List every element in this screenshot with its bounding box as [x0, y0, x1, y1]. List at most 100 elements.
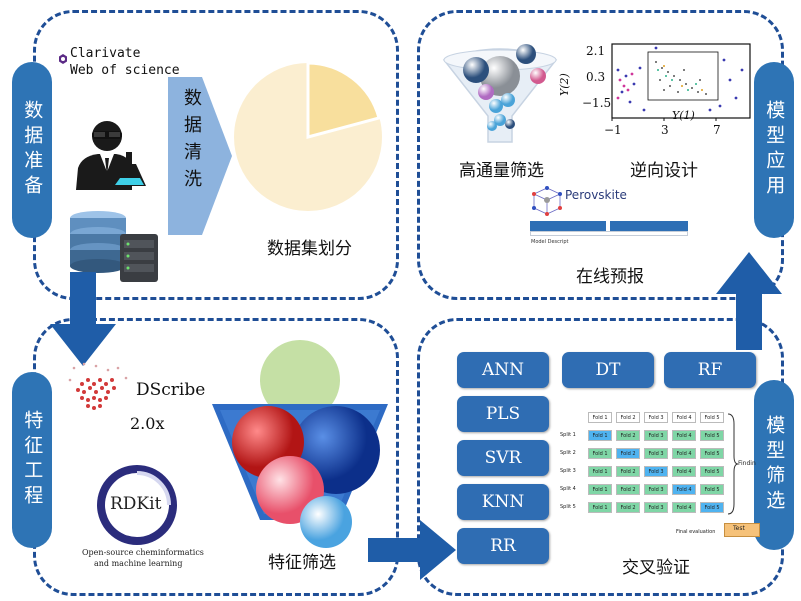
arrow-up-to-application — [714, 250, 784, 350]
fold-header: Fold 2 — [616, 412, 640, 423]
dscribe-logo-icon — [62, 358, 134, 416]
model-button-rf[interactable]: RF — [664, 352, 756, 388]
arrow-right-to-model — [368, 520, 458, 580]
perovskite-tab-right — [610, 221, 688, 231]
final-evaluation-label: Final evaluation — [676, 529, 716, 535]
side-label-feature-eng-text: 特征工程 — [21, 410, 44, 510]
scatter-xtick-mid: 3 — [661, 123, 669, 137]
fold-cell-train: Fold 3 — [644, 448, 668, 459]
side-label-data-prep-text: 数据准备 — [21, 100, 44, 200]
model-button-knn[interactable]: KNN — [457, 484, 549, 520]
fold-cell-train: Fold 5 — [700, 466, 724, 477]
scatter-xtick-right: 7 — [713, 123, 721, 137]
scatter-xlabel: Y(1) — [672, 109, 695, 122]
model-button-svr[interactable]: SVR — [457, 440, 549, 476]
dscribe-version: 2.0x — [130, 414, 165, 433]
fold-cell-train: Fold 1 — [588, 484, 612, 495]
fold-cell-train: Fold 4 — [672, 466, 696, 477]
fold-cell-train: Fold 1 — [588, 448, 612, 459]
fold-cell-train: Fold 2 — [616, 430, 640, 441]
perovskite-structure-icon — [530, 184, 564, 218]
scatter-ylabel-text: Y(2) — [558, 73, 571, 96]
fold-cell-test: Fold 2 — [616, 448, 640, 459]
side-label-feature-eng: 特征工程 — [12, 372, 52, 548]
side-label-model-app: 模型应用 — [754, 62, 794, 238]
fold-cell-test: Fold 3 — [644, 466, 668, 477]
model-button-ann[interactable]: ANN — [457, 352, 549, 388]
fold-cell-train: Fold 1 — [588, 502, 612, 513]
fold-cell-train: Fold 4 — [672, 430, 696, 441]
dataset-split-pie — [233, 61, 383, 212]
dataset-split-caption: 数据集划分 — [267, 239, 352, 259]
data-cleaning-arrow — [168, 77, 232, 235]
perovskite-form-row — [530, 231, 688, 236]
model-descript-label: Model Descript — [531, 239, 569, 245]
fold-cell-train: Fold 3 — [644, 430, 668, 441]
fold-header: Fold 1 — [588, 412, 612, 423]
fold-cell-train: Fold 4 — [672, 448, 696, 459]
fold-cell-train: Fold 2 — [616, 466, 640, 477]
scatter-xtick-left: −1 — [604, 123, 622, 137]
scatter-ytick-top: 2.1 — [586, 44, 606, 58]
scatter-ylabel: Y(2) — [556, 60, 576, 100]
fold-cell-train: Fold 5 — [700, 430, 724, 441]
data-cleaning-label: 数据清洗 — [176, 88, 206, 206]
model-button-pls[interactable]: PLS — [457, 396, 549, 432]
perovskite-brand: Perovskite — [565, 188, 627, 202]
web-of-science-name: Web of science — [70, 63, 180, 78]
inverse-design-caption: 逆向设计 — [630, 161, 698, 181]
high-throughput-caption: 高通量筛选 — [459, 161, 544, 181]
scientist-icon — [70, 110, 154, 190]
test-data-block: Test — [724, 523, 760, 537]
fold-cell-train: Fold 5 — [700, 484, 724, 495]
data-cleaning-text: 数据清洗 — [181, 88, 202, 196]
rdkit-name: RDKit — [110, 494, 162, 514]
fold-cell-test: Fold 5 — [700, 502, 724, 513]
fold-cell-train: Fold 2 — [616, 502, 640, 513]
fold-header: Fold 5 — [700, 412, 724, 423]
clarivate-logo-icon — [58, 49, 68, 64]
split-label: Split 3 — [560, 468, 576, 474]
fold-header: Fold 3 — [644, 412, 668, 423]
side-label-model-screen-text: 模型筛选 — [763, 415, 786, 515]
rdkit-logo-icon — [94, 462, 180, 548]
database-server-icon — [62, 210, 162, 284]
perovskite-tab-bar — [530, 221, 688, 231]
high-throughput-funnel-icon — [440, 38, 560, 146]
rdkit-tagline-1: Open-source cheminformatics — [82, 548, 204, 557]
cross-validation-grid: Fold 1 Fold 2 Fold 3 Fold 4 Fold 5 Split… — [560, 408, 760, 546]
scatter-ytick-mid: 0.3 — [586, 70, 606, 84]
clarivate-brand: Clarivate — [70, 46, 141, 61]
finding-label: Findin — [738, 460, 756, 467]
rdkit-tagline-2: and machine learning — [94, 559, 183, 568]
model-button-dt[interactable]: DT — [562, 352, 654, 388]
side-label-model-screen: 模型筛选 — [754, 380, 794, 550]
split-label: Split 2 — [560, 450, 576, 456]
scatter-ytick-bottom: −1.5 — [582, 96, 612, 110]
fold-header: Fold 4 — [672, 412, 696, 423]
split-label: Split 1 — [560, 432, 576, 438]
side-label-data-prep: 数据准备 — [12, 62, 52, 238]
online-prediction-caption: 在线预报 — [576, 267, 644, 287]
fold-cell-train: Fold 3 — [644, 484, 668, 495]
fold-cell-train: Fold 5 — [700, 448, 724, 459]
split-label: Split 5 — [560, 504, 576, 510]
model-button-rr[interactable]: RR — [457, 528, 549, 564]
fold-cell-train: Fold 1 — [588, 466, 612, 477]
dscribe-name: DScribe — [136, 380, 206, 400]
feature-screening-caption: 特征筛选 — [268, 553, 336, 573]
inverse-design-scatter — [560, 40, 755, 152]
fold-cell-train: Fold 2 — [616, 484, 640, 495]
fold-cell-train: Fold 4 — [672, 502, 696, 513]
cross-validation-caption: 交叉验证 — [622, 558, 690, 578]
splits-brace-icon — [726, 412, 739, 516]
split-label: Split 4 — [560, 486, 576, 492]
fold-cell-train: Fold 3 — [644, 502, 668, 513]
arrow-down-to-feature — [48, 272, 118, 368]
feature-screening-funnel-icon — [210, 338, 390, 552]
fold-cell-test: Fold 4 — [672, 484, 696, 495]
test-data-label: Test — [733, 525, 745, 532]
perovskite-tab-left — [530, 221, 606, 231]
fold-cell-test: Fold 1 — [588, 430, 612, 441]
side-label-model-app-text: 模型应用 — [763, 100, 786, 200]
